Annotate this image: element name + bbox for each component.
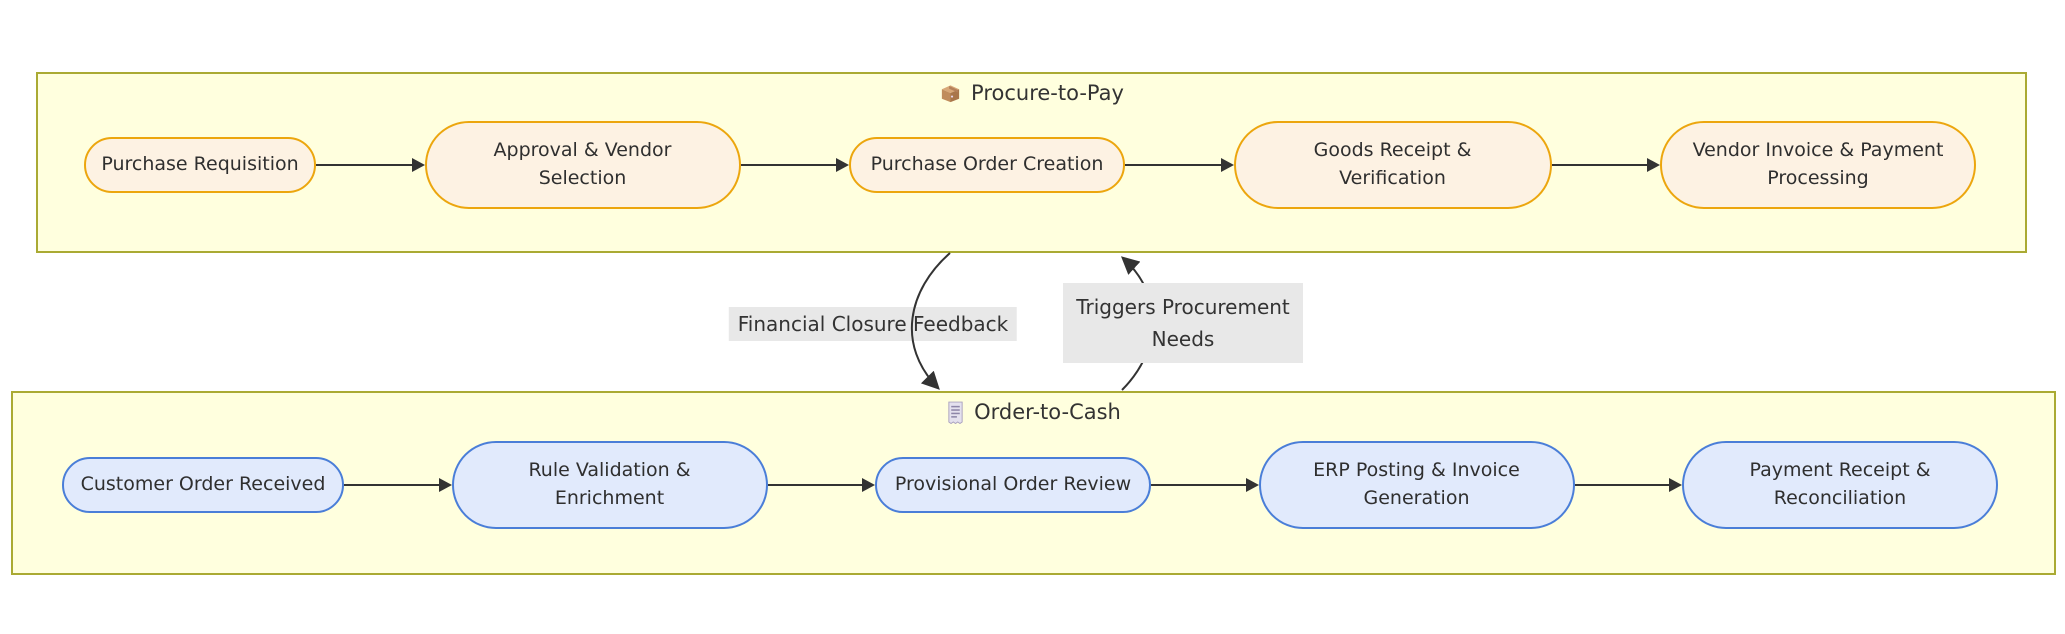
arrow-right-icon <box>1125 157 1234 173</box>
edge-label-triggers-procurement-needs: Triggers Procurement Needs <box>1063 283 1303 363</box>
cluster-order-to-cash: Order-to-Cash Customer Order Received Ru… <box>11 391 2056 575</box>
node-approval-vendor-selection: Approval & Vendor Selection <box>424 121 741 209</box>
arrow-right-icon <box>740 157 849 173</box>
node-rule-validation-enrichment: Rule Validation & Enrichment <box>451 441 768 529</box>
node-provisional-order-review: Provisional Order Review <box>875 457 1151 513</box>
node-purchase-order-creation: Purchase Order Creation <box>849 137 1125 193</box>
cluster-procure-to-pay-title: Procure-to-Pay <box>38 81 2025 105</box>
receipt-icon <box>946 401 965 424</box>
arrow-right-icon <box>344 477 452 493</box>
node-erp-posting-invoice-generation: ERP Posting & Invoice Generation <box>1258 441 1575 529</box>
edge-label-financial-closure-feedback: Financial Closure Feedback <box>728 307 1018 341</box>
arrow-right-icon <box>767 477 875 493</box>
cluster-procure-to-pay: Procure-to-Pay Purchase Requisition Appr… <box>36 72 2027 253</box>
node-payment-receipt-reconciliation: Payment Receipt & Reconciliation <box>1682 441 1998 529</box>
arrow-right-icon <box>316 157 425 173</box>
package-icon <box>939 82 962 105</box>
node-purchase-requisition: Purchase Requisition <box>84 137 316 193</box>
arrow-right-icon <box>1551 157 1660 173</box>
cluster-order-to-cash-title: Order-to-Cash <box>13 400 2054 424</box>
order-to-cash-node-row: Customer Order Received Rule Validation … <box>62 441 1998 529</box>
arrow-right-icon <box>1151 477 1259 493</box>
cluster-procure-to-pay-title-text: Procure-to-Pay <box>971 81 1124 105</box>
arrow-right-icon <box>1574 477 1682 493</box>
procure-to-pay-node-row: Purchase Requisition Approval & Vendor S… <box>84 121 1976 209</box>
cluster-order-to-cash-title-text: Order-to-Cash <box>974 400 1121 424</box>
node-customer-order-received: Customer Order Received <box>62 457 344 513</box>
node-goods-receipt-verification: Goods Receipt & Verification <box>1233 121 1552 209</box>
node-vendor-invoice-payment-processing: Vendor Invoice & Payment Processing <box>1660 121 1976 209</box>
